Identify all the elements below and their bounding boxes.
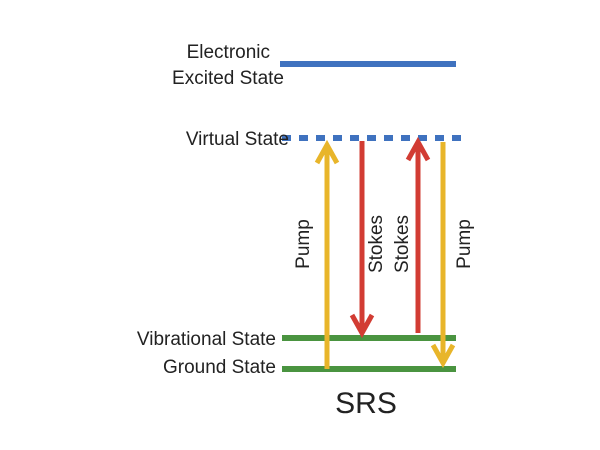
pump-up-label: Pump bbox=[293, 219, 314, 269]
virtual-state-label: Virtual State bbox=[186, 129, 289, 150]
vibrational-state-label: Vibrational State bbox=[137, 329, 276, 350]
stokes-up-label: Stokes bbox=[392, 215, 413, 273]
stokes-up-arrow bbox=[405, 136, 431, 333]
pump-down-label: Pump bbox=[454, 219, 475, 269]
excited-state-label-line1: Electronic bbox=[187, 42, 270, 63]
stokes-down-label: Stokes bbox=[366, 215, 387, 273]
diagram-title: SRS bbox=[335, 387, 397, 420]
pump-down-arrow bbox=[430, 142, 456, 369]
excited-state-label-line2: Excited State bbox=[172, 68, 284, 89]
ground-state-label: Ground State bbox=[163, 357, 276, 378]
stokes-down-arrow bbox=[349, 141, 375, 339]
pump-up-arrow bbox=[314, 139, 340, 369]
